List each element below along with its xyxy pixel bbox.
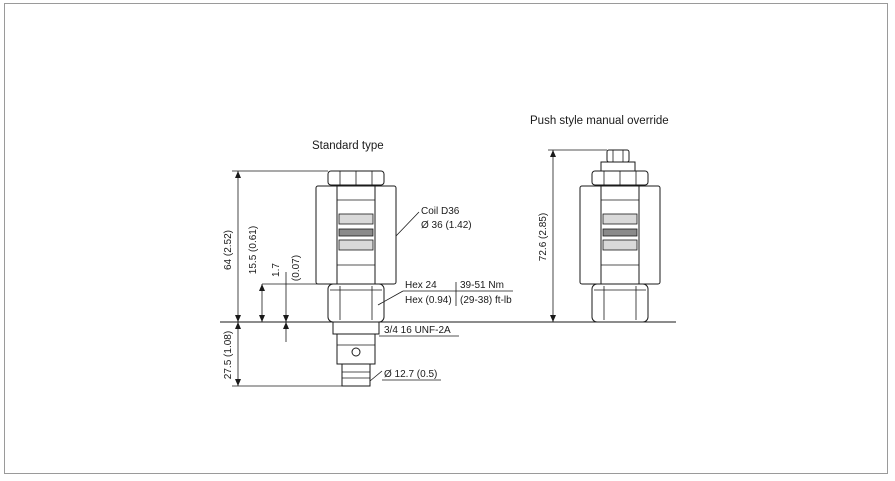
standard-dimensions: 64 (2.52) 15.5 (0.61) 1.7 (0.07) 27.5 (1…	[223, 170, 342, 387]
push-style-valve	[579, 149, 661, 323]
callout-nose-dia: Ø 12.7 (0.5)	[384, 369, 437, 380]
callout-thread: 3/4 16 UNF-2A	[384, 325, 451, 336]
drawing-frame	[4, 3, 888, 474]
push-hex-body	[591, 283, 649, 323]
push-button	[606, 149, 630, 163]
callout-hex-inch: Hex (0.94)	[405, 295, 452, 306]
standard-valve	[315, 170, 397, 387]
push-collar	[600, 161, 636, 172]
dim-total-height: 64 (2.52)	[223, 230, 234, 270]
standard-callouts: Coil D36 Ø 36 (1.42) Hex 24 Hex (0.94) 3…	[369, 206, 513, 382]
push-dimensions: 72.6 (2.85)	[538, 149, 607, 322]
callout-torque-ftlb: (29-38) ft-lb	[460, 295, 512, 306]
nose-tip	[341, 363, 371, 387]
dim-push-height: 72.6 (2.85)	[538, 213, 549, 261]
callout-coil-dim: Ø 36 (1.42)	[421, 220, 472, 231]
callout-coil-name: Coil D36	[421, 206, 460, 217]
dim-step-inch: (0.07)	[291, 255, 302, 281]
dim-step-mm: 1.7	[271, 263, 282, 277]
dim-hex-height: 15.5 (0.61)	[248, 226, 259, 274]
callout-hex-size: Hex 24	[405, 280, 437, 291]
title-push-override: Push style manual override	[530, 115, 669, 127]
title-standard-type: Standard type	[312, 140, 384, 152]
callout-torque-nm: 39-51 Nm	[460, 280, 504, 291]
thread-section	[332, 321, 380, 335]
dim-cavity-depth: 27.5 (1.08)	[223, 331, 234, 379]
